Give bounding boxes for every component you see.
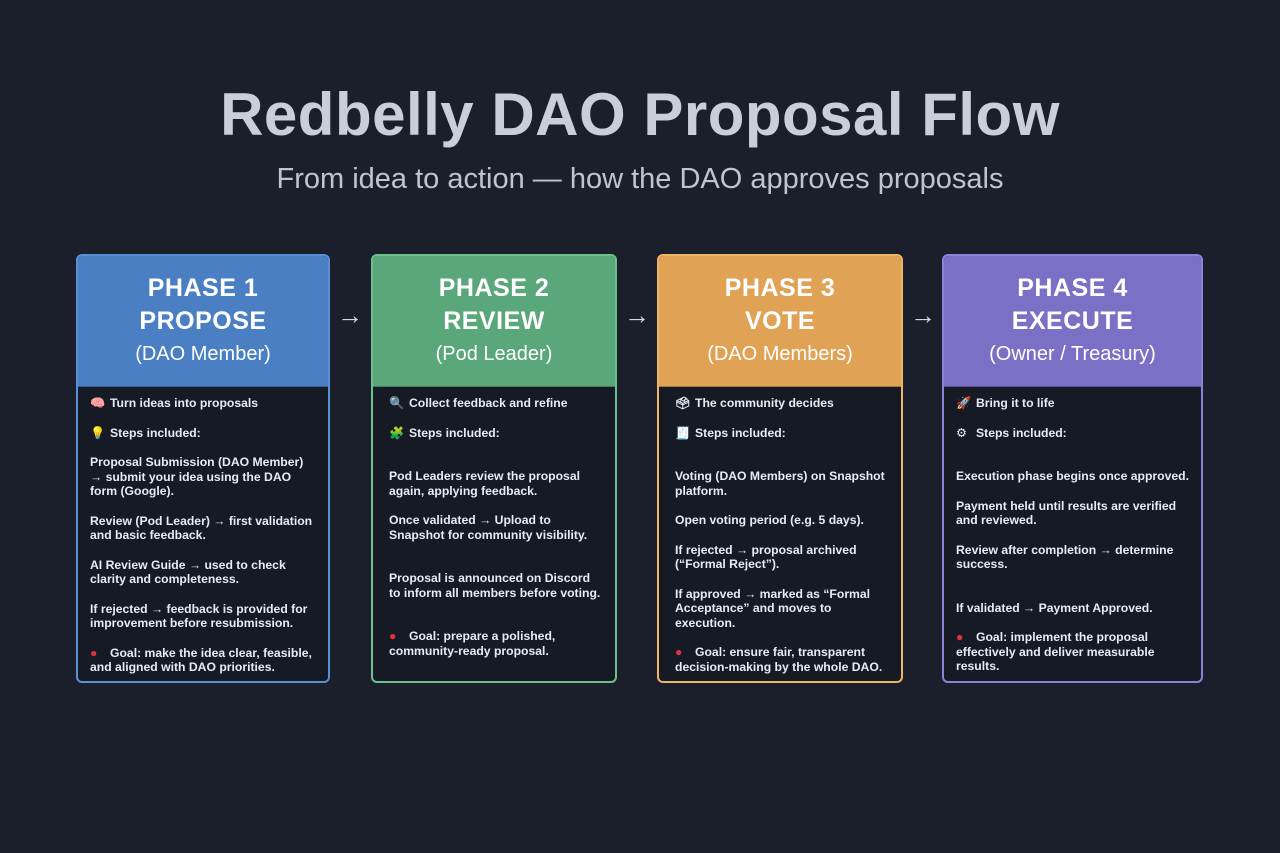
- phase-name: EXECUTE: [1011, 306, 1134, 335]
- step-item: Open voting period (e.g. 5 days).: [675, 513, 864, 527]
- puzzle-icon: 🧩: [389, 425, 405, 440]
- step-item: Review after completion → determine succ…: [956, 542, 1174, 572]
- phase-4-card: PHASE 4 EXECUTE (Owner / Treasury) 🚀 Brin…: [942, 254, 1203, 683]
- arrow-right-icon: →: [910, 300, 936, 330]
- step-item: Review (Pod Leader) → first validation a…: [90, 513, 313, 543]
- arrow-right-icon: →: [624, 300, 650, 330]
- phase-goal: Goal: make the idea clear, feasible, and…: [90, 645, 312, 675]
- steps-label: Steps included:: [110, 425, 201, 440]
- steps-label: Steps included:: [409, 425, 500, 440]
- phase-goal: Goal: implement the proposal effectively…: [956, 630, 1155, 673]
- phase-1-body: 🧠 Turn ideas into proposals 💡 Steps includ…: [78, 387, 328, 675]
- phase-1-header: PHASE 1 PROPOSE (DAO Member): [78, 256, 328, 387]
- page-title: Redbelly DAO Proposal Flow: [220, 81, 1060, 148]
- step-item: Proposal Submission (DAO Member) → submi…: [90, 455, 304, 498]
- phase-goal: Goal: prepare a polished, community-read…: [389, 629, 556, 658]
- magnifier-icon: 🔍: [389, 396, 405, 410]
- steps-label: Steps included:: [976, 425, 1067, 440]
- phase-name: REVIEW: [443, 306, 545, 335]
- phase-tagline: Turn ideas into proposals: [110, 396, 259, 410]
- step-item: Pod Leaders review the proposal again, a…: [389, 469, 580, 498]
- step-item: Execution phase begins once approved.: [956, 469, 1189, 483]
- drop-icon: ●: [389, 629, 397, 643]
- phase-3-card: PHASE 3 VOTE (DAO Members) 🗳 The communit…: [657, 254, 903, 683]
- drop-icon: ●: [956, 630, 964, 644]
- phase-2-card: PHASE 2 REVIEW (Pod Leader) 🔍 Collect fee…: [371, 254, 617, 683]
- phase-name: PROPOSE: [139, 306, 267, 335]
- phase-2-header: PHASE 2 REVIEW (Pod Leader): [373, 256, 615, 387]
- arrow-right-icon: →: [337, 300, 363, 330]
- phase-name: VOTE: [744, 306, 816, 335]
- page-subtitle: From idea to action — how the DAO approv…: [276, 163, 1004, 195]
- rocket-icon: 🚀: [956, 396, 972, 410]
- brain-icon: 🧠: [90, 396, 106, 410]
- phase-number: PHASE 4: [1017, 273, 1128, 302]
- phase-number: PHASE 3: [724, 273, 836, 302]
- phase-tagline: Collect feedback and refine: [409, 396, 568, 410]
- phase-1-card: PHASE 1 PROPOSE (DAO Member) 🧠 Turn ideas…: [76, 254, 330, 683]
- step-item: Proposal is announced on Discord to info…: [389, 571, 601, 600]
- step-item: AI Review Guide → used to check clarity …: [90, 557, 286, 587]
- step-item: If validated → Payment Approved.: [956, 600, 1153, 615]
- phase-number: PHASE 1: [147, 273, 259, 302]
- phase-goal: Goal: ensure fair, transparent decision-…: [675, 645, 883, 674]
- step-item: Payment held until results are verified …: [956, 498, 1177, 528]
- phase-tagline: The community decides: [695, 396, 834, 410]
- lightbulb-icon: 💡: [90, 425, 106, 440]
- phase-4-body: 🚀 Bring it to life ⚙ Steps included: Execu…: [944, 387, 1201, 674]
- gear-icon: ⚙: [956, 425, 967, 440]
- step-item: If rejected → proposal archived (“Formal…: [675, 542, 857, 572]
- steps-label: Steps included:: [695, 425, 786, 440]
- phase-role: (Owner / Treasury): [989, 342, 1156, 365]
- phase-role: (Pod Leader): [435, 342, 553, 365]
- ballot-box-icon: 🗳: [675, 396, 691, 410]
- receipt-icon: 🧾: [675, 425, 691, 440]
- phase-2-body: 🔍 Collect feedback and refine 🧩 Steps incl…: [373, 387, 615, 658]
- phase-role: (DAO Member): [135, 342, 271, 365]
- step-item: Once validated → Upload to Snapshot for …: [389, 513, 588, 542]
- drop-icon: ●: [675, 645, 683, 659]
- step-item: If rejected → feedback is provided for i…: [90, 601, 308, 631]
- phase-tagline: Bring it to life: [976, 396, 1055, 410]
- phase-3-body: 🗳The community decides 🧾Steps included: …: [659, 387, 901, 674]
- step-item: If approved → marked as “Formal Acceptan…: [675, 586, 871, 630]
- phase-3-header: PHASE 3 VOTE (DAO Members): [659, 256, 901, 387]
- phase-4-header: PHASE 4 EXECUTE (Owner / Treasury): [944, 256, 1201, 387]
- phase-role: (DAO Members): [707, 342, 853, 365]
- phase-number: PHASE 2: [438, 273, 550, 302]
- drop-icon: ●: [90, 645, 98, 660]
- step-item: Voting (DAO Members) on Snapshot platfor…: [675, 469, 885, 498]
